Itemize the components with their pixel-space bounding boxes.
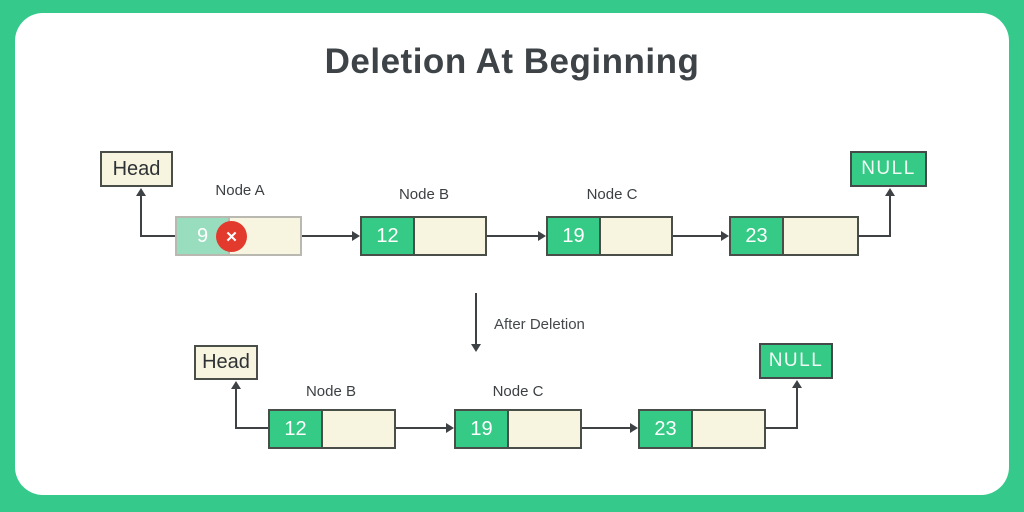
node-b: 12 — [360, 216, 487, 256]
node-label: Node B — [305, 383, 357, 400]
page-title: Deletion At Beginning — [324, 42, 700, 81]
node-label: Node C — [492, 383, 544, 400]
arrowhead-down-icon — [471, 344, 481, 352]
head-label: Head — [112, 157, 161, 180]
head-box-after: Head — [194, 345, 258, 380]
connector-line — [396, 427, 447, 429]
arrowhead-up-icon — [231, 381, 241, 389]
node-value-cell: 19 — [548, 218, 601, 254]
arrowhead-right-icon — [538, 231, 546, 241]
node-pointer-cell — [693, 411, 764, 447]
node-value-cell: 23 — [731, 218, 784, 254]
arrowhead-up-icon — [885, 188, 895, 196]
node-pointer-cell — [601, 218, 671, 254]
node-value-cell: 19 — [456, 411, 509, 447]
transition-label: After Deletion — [494, 316, 585, 333]
arrowhead-right-icon — [352, 231, 360, 241]
null-label: NULL — [861, 158, 916, 179]
connector-line — [302, 235, 354, 237]
connector-line — [889, 194, 891, 237]
arrowhead-up-icon — [136, 188, 146, 196]
head-box-before: Head — [100, 151, 173, 187]
node-d: 23 — [729, 216, 859, 256]
node-label: Node C — [586, 186, 638, 203]
node-label: Node A — [215, 182, 265, 199]
connector-line — [140, 194, 142, 237]
connector-line — [140, 235, 176, 237]
transition-arrow-line — [475, 293, 477, 345]
head-label: Head — [202, 351, 250, 373]
node-value-cell: 23 — [640, 411, 693, 447]
arrowhead-right-icon — [446, 423, 454, 433]
node-b-after: 12 — [268, 409, 396, 449]
arrowhead-up-icon — [792, 380, 802, 388]
connector-line — [235, 387, 237, 429]
connector-line — [487, 235, 540, 237]
connector-line — [673, 235, 723, 237]
node-value-cell: 12 — [270, 411, 323, 447]
node-value-cell: 12 — [362, 218, 415, 254]
node-label: Node B — [398, 186, 450, 203]
node-pointer-cell — [323, 411, 394, 447]
arrowhead-right-icon — [630, 423, 638, 433]
connector-line — [235, 427, 269, 429]
connector-line — [796, 386, 798, 429]
connector-line — [765, 427, 798, 429]
node-c: 19 — [546, 216, 673, 256]
node-c-after: 19 — [454, 409, 582, 449]
delete-x-icon: ✕ — [216, 221, 247, 252]
null-box-before: NULL — [850, 151, 927, 187]
node-d-after: 23 — [638, 409, 766, 449]
connector-line — [582, 427, 631, 429]
connector-line — [858, 235, 891, 237]
arrowhead-right-icon — [721, 231, 729, 241]
node-pointer-cell — [415, 218, 485, 254]
node-pointer-cell — [509, 411, 580, 447]
null-box-after: NULL — [759, 343, 833, 379]
null-label: NULL — [768, 350, 824, 371]
node-pointer-cell — [784, 218, 857, 254]
